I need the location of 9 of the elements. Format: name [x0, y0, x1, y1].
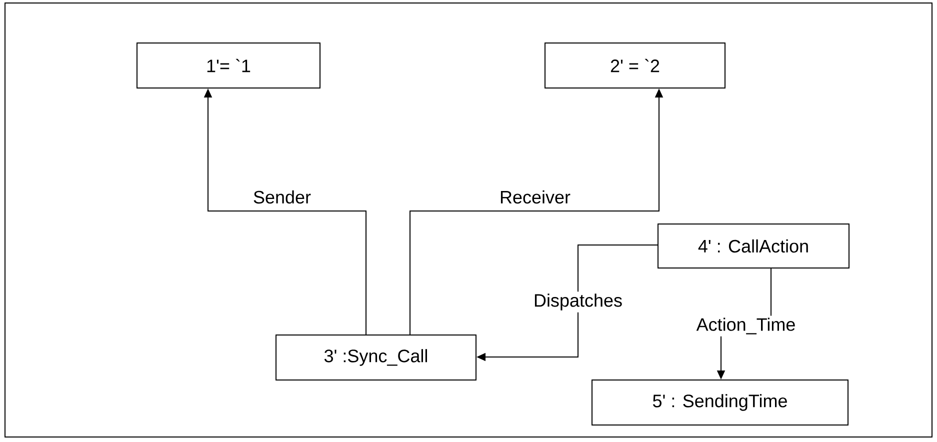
edge-label: Sender — [250, 188, 314, 206]
object-box: 5' : SendingTime — [592, 380, 848, 426]
object-box: 4' : CallAction — [658, 224, 850, 268]
edge-label: Dispatches — [531, 292, 625, 312]
edge-label: Action_Time — [694, 316, 798, 336]
object-box: 3' :Sync_Call — [276, 334, 476, 380]
object-box: 1'= `1 — [136, 42, 320, 88]
edge-label: Receiver — [498, 188, 573, 206]
object-box: 2' = `2 — [544, 42, 726, 88]
